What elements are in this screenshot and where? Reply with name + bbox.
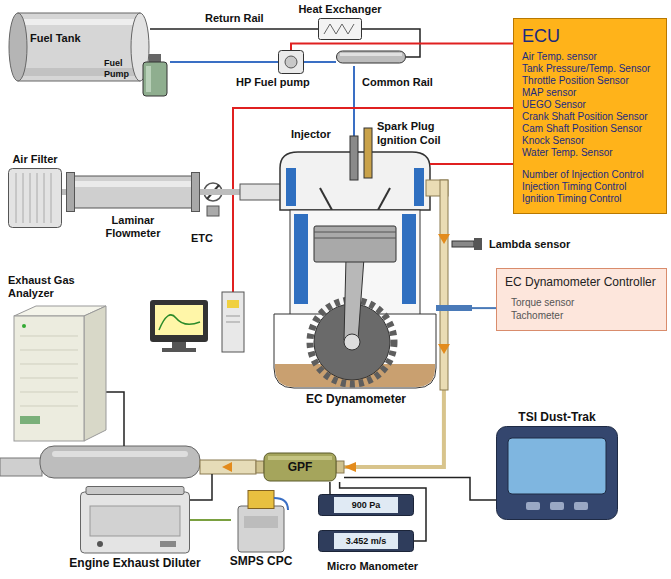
connector: [472, 307, 496, 309]
node-text: Torque sensor: [511, 296, 574, 309]
ecu-box: ECU Air Temp. sensorTank Pressure/Temp. S…: [513, 18, 667, 214]
part-label: Ignition Coil: [376, 134, 442, 147]
connector: [150, 28, 318, 30]
node-text: Crank Shaft Position Sensor: [522, 111, 648, 123]
node-text: TSI Dust-Trak: [518, 410, 595, 424]
exhaust-diluter: Engine Exhaust Diluter: [80, 486, 190, 554]
gpf-filter: GPF: [256, 452, 344, 482]
node-text: Air Filter: [12, 153, 57, 166]
muffler: [0, 446, 256, 478]
lambda-probe: [452, 238, 482, 250]
throttle-body: [204, 183, 222, 216]
node-text: Laminar Flowmeter: [95, 214, 171, 240]
node-text: Number of Injection Control: [522, 169, 644, 181]
pump-shape: [140, 54, 170, 98]
manometer-display: 900 Pa: [318, 494, 414, 516]
fuel-line: [354, 66, 355, 136]
diluter-shape: [80, 486, 190, 554]
connector: [62, 189, 66, 195]
node-text: SMPS CPC: [230, 554, 293, 568]
dust-trak: TSI Dust-Trak: [496, 426, 618, 520]
rail-shape: [336, 48, 406, 66]
filter-shape: [8, 168, 62, 228]
engine-shape: [240, 118, 472, 390]
common-rail: Common Rail: [336, 48, 406, 66]
connector: [472, 163, 513, 165]
node-text: Tachometer: [511, 309, 563, 322]
node-text: Fuel Pump: [104, 58, 136, 80]
part-label: Spark Plug: [376, 120, 435, 133]
connector: [200, 189, 240, 195]
node-text: Fuel Tank: [30, 32, 81, 45]
connector: [170, 61, 278, 63]
node-text: GPF: [288, 460, 313, 474]
hx-shape: [318, 18, 362, 40]
node-text: Engine Exhaust Diluter: [69, 556, 200, 570]
tube-shape: [66, 172, 200, 212]
heat-exchanger: Heat Exchanger: [318, 18, 362, 40]
part-label: Lambda sensor: [488, 238, 571, 251]
hp-fuel-pump: HP Fuel pump: [278, 50, 304, 74]
engine-dynamometer: EC Dynamometer: [240, 118, 472, 390]
node-text: EC Dynamometer: [306, 392, 406, 406]
node-text: Cam Shaft Position Sensor: [522, 123, 642, 135]
node-text: Air Temp. sensor: [522, 51, 597, 63]
air-filter: Air Filter: [8, 168, 62, 228]
node-text: Ignition Timing Control: [522, 193, 622, 205]
node-text: EC Dynamometer Controller: [505, 275, 656, 290]
node-text: Throttle Position Sensor: [522, 75, 629, 87]
node-text: Water Temp. Sensor: [522, 147, 613, 159]
node-text: Heat Exchanger: [298, 3, 381, 16]
tower-shape: [6, 302, 110, 442]
connector: [304, 61, 336, 63]
connector: [329, 482, 331, 494]
node-text: Injection Timing Control: [522, 181, 627, 193]
node-text: Exhaust Gas Analyzer: [8, 274, 108, 300]
controller-box: EC Dynamometer ControllerTorque sensorTa…: [496, 268, 667, 331]
node-text: MAP sensor: [522, 87, 576, 99]
node-text: Knock Sensor: [522, 135, 584, 147]
node-text: 900 Pa: [352, 500, 381, 511]
gas-analyzer: Exhaust Gas Analyzer: [6, 302, 110, 442]
manometer-display: 3.452 m/s: [318, 530, 414, 552]
sample-line: [106, 392, 212, 500]
connector: [190, 520, 230, 521]
connector: [291, 44, 513, 51]
node-text: ECU: [522, 25, 560, 47]
device-label: Micro Manometer: [326, 560, 419, 573]
hp-shape: [278, 50, 304, 74]
dust-shape: [496, 426, 618, 520]
part-label: ETC: [190, 232, 214, 245]
node-text: HP Fuel pump: [236, 76, 310, 89]
node-text: Tank Pressure/Temp. Sensor: [522, 63, 650, 75]
line-label: Return Rail: [204, 12, 265, 25]
node-text: UEGO Sensor: [522, 99, 586, 111]
smps-shape: [230, 490, 292, 552]
part-label: Injector: [290, 128, 332, 141]
smps-cpc: SMPS CPC: [230, 490, 292, 552]
laminar-flowmeter: Laminar Flowmeter: [66, 172, 200, 212]
computer: [150, 292, 244, 352]
node-text: Common Rail: [362, 76, 433, 89]
fuel-pump: Fuel Pump: [140, 54, 170, 98]
node-text: 3.452 m/s: [346, 536, 387, 547]
